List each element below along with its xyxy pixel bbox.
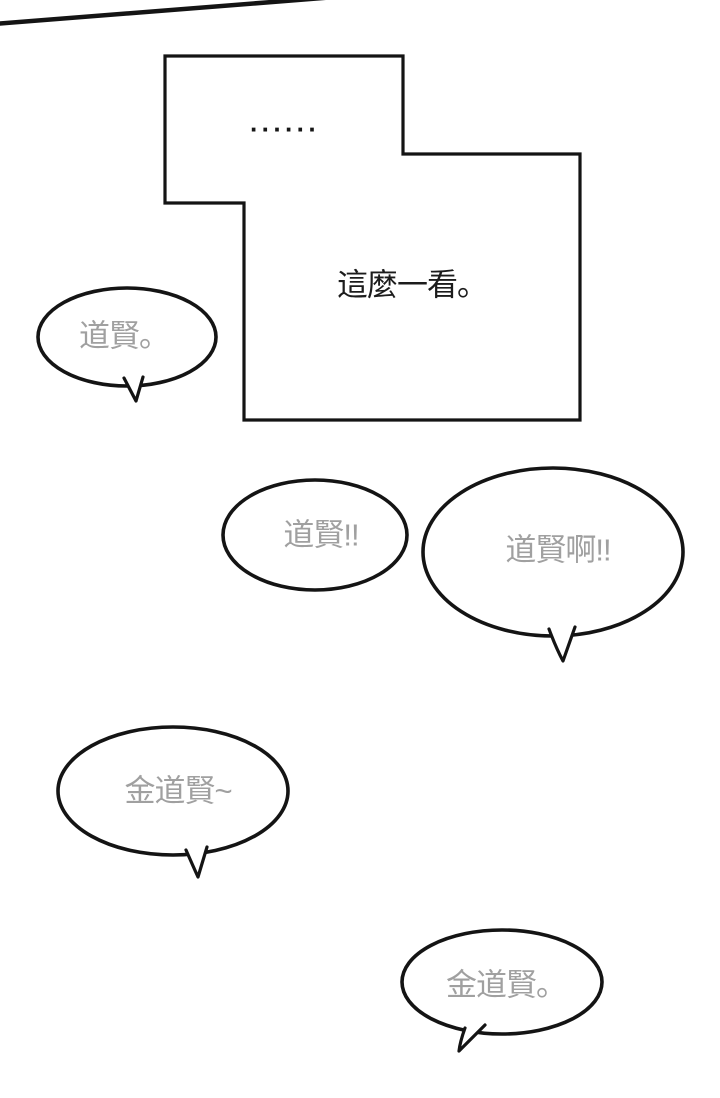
speech-bubble-1-tail (122, 375, 145, 403)
panel-ellipsis-text: ······ (250, 114, 320, 144)
speech-bubble-1-text: 道賢。 (79, 318, 170, 354)
speech-bubble-4 (56, 725, 290, 857)
panel-caption-text: 這麼一看。 (337, 267, 488, 303)
speech-bubble-5-text: 金道賢。 (446, 967, 567, 1003)
speech-bubble-5 (400, 928, 604, 1036)
speech-bubble-4-tail (184, 845, 209, 879)
speech-bubble-2 (221, 478, 409, 592)
previous-panel-border-line (0, 0, 326, 26)
speech-bubble-5-tail (457, 1023, 487, 1053)
speech-bubble-2-text: 道賢!! (283, 517, 359, 553)
speech-bubble-4-text: 金道賢~ (124, 773, 232, 809)
speech-bubble-3-text: 道賢啊!! (505, 532, 611, 568)
speech-bubble-3-tail (547, 625, 577, 663)
panel-outline (163, 54, 582, 422)
